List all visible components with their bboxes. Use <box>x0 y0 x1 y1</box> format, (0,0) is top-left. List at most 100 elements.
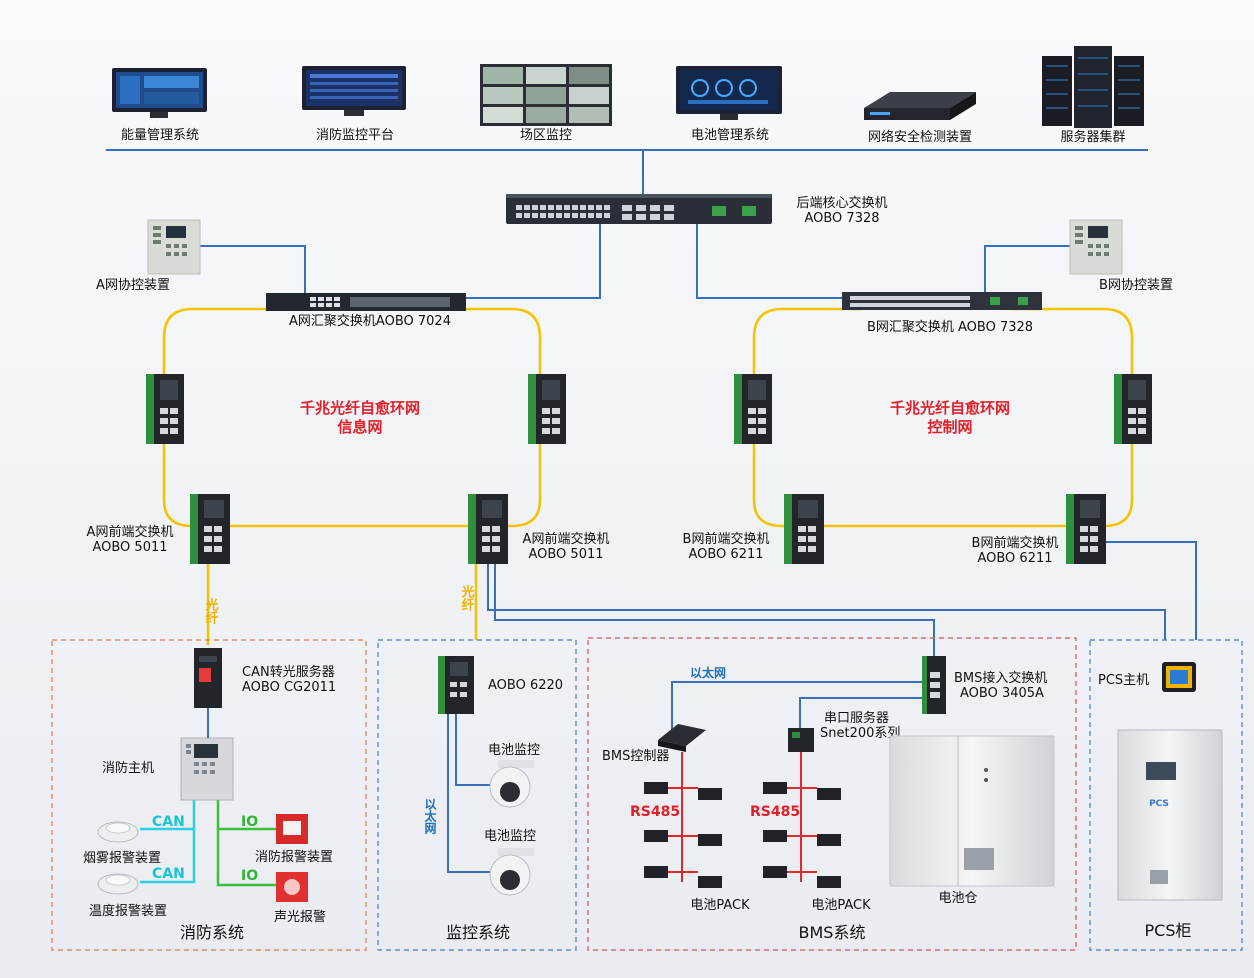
din-switch-icon <box>190 494 230 564</box>
din-switch-icon <box>784 494 824 564</box>
fire-zone-title: 消防系统 <box>180 923 244 942</box>
a-coordination-label: A网协控装置 <box>96 278 170 293</box>
top-devices: 能量管理系统 消防监控平台 场区监控 电池管理系统 网络安全检测装置 服务器集群 <box>112 46 1144 145</box>
a-front-left-label: A网前端交换机 <box>87 524 174 540</box>
b-aggregation-label: B网汇聚交换机 AOBO 7328 <box>867 319 1033 335</box>
sound-light-alarm-icon <box>276 872 308 902</box>
a-coordination-device: A网协控装置 <box>96 219 201 293</box>
din-switch-icon <box>438 656 474 714</box>
ring-din-switches <box>146 374 1152 564</box>
io-label: IO <box>241 814 258 830</box>
sound-light-label: 声光报警 <box>274 909 326 925</box>
core-switch-model: AOBO 7328 <box>804 211 879 226</box>
battery-pack-label: 电池PACK <box>690 898 750 913</box>
a-aggregation-label: A网汇聚交换机AOBO 7024 <box>289 313 451 329</box>
din-switch-icon <box>734 374 772 444</box>
top-device-label: 网络安全检测装置 <box>868 129 972 145</box>
fire-system: CAN转光服务器 AOBO CG2011 消防主机 CAN CAN IO IO <box>83 648 336 942</box>
fire-alarm-label: 消防报警装置 <box>255 849 333 865</box>
b-front-left-label: B网前端交换机 <box>683 531 770 547</box>
bms-system: BMS接入交换机 AOBO 3405A 以太网 BMS控制器 串口服务器 Sne… <box>602 656 1055 942</box>
bms-zone-title: BMS系统 <box>799 923 866 942</box>
rs485-label: RS485 <box>630 804 680 820</box>
monitor-zone-title: 监控系统 <box>446 923 510 942</box>
din-switch-icon <box>528 374 566 444</box>
a-front-left-model: AOBO 5011 <box>92 540 167 555</box>
can-server-label: CAN转光服务器 <box>242 664 335 680</box>
fiber-label-right: 光纤 <box>459 584 476 612</box>
a-front-right-model: AOBO 5011 <box>528 547 603 562</box>
can-server-model: AOBO CG2011 <box>242 680 336 695</box>
monitor-switch-label: AOBO 6220 <box>488 678 563 693</box>
smoke-detector-label: 烟雾报警装置 <box>83 850 161 866</box>
dome-camera-icon <box>489 760 534 808</box>
monitor-system: AOBO 6220 以太网 电池监控 电池监控 监控系统 <box>423 656 563 942</box>
fiber-label-left: 光纤 <box>203 597 220 625</box>
top-bus <box>106 149 1148 194</box>
battery-pack-icons <box>644 782 841 888</box>
a-front-right-label: A网前端交换机 <box>523 531 610 547</box>
pcs-zone-box <box>1089 639 1243 951</box>
serial-server-model: Snet200系列 <box>820 726 900 741</box>
fire-host-icon <box>180 737 234 801</box>
ring-b-subtitle: 控制网 <box>927 418 972 436</box>
battery-cabinet-icon <box>889 735 1055 887</box>
battery-cabinet-label: 电池仓 <box>938 891 977 906</box>
pcs-cabinet-text: PCS <box>1149 799 1169 809</box>
din-switch-icon <box>146 374 184 444</box>
smoke-detector-icon <box>97 821 139 843</box>
battery-management-monitor-icon <box>676 66 782 120</box>
can-server-icon <box>194 648 222 708</box>
rs485-label: RS485 <box>750 804 800 820</box>
pcs-host-label: PCS主机 <box>1098 673 1149 688</box>
pcs-cabinet-icon: PCS <box>1117 729 1223 901</box>
bms-zone-box <box>587 637 1077 951</box>
fire-alarm-button-icon <box>276 814 308 844</box>
monitor-eth-label: 以太网 <box>423 798 437 835</box>
bms-controller-label: BMS控制器 <box>602 749 669 764</box>
top-device-label: 场区监控 <box>520 128 572 143</box>
ring-b-title: 千兆光纤自愈环网 <box>890 399 1010 417</box>
din-switch-icon <box>922 656 946 714</box>
bms-switch-label: BMS接入交换机 <box>954 670 1047 686</box>
bms-controller-icon <box>658 724 706 752</box>
a-aggregation-switch: A网汇聚交换机AOBO 7024 <box>266 293 466 329</box>
top-device-label: 消防监控平台 <box>316 127 394 143</box>
b-aggregation-switch: B网汇聚交换机 AOBO 7328 <box>842 292 1042 335</box>
fire-zone-box <box>51 639 367 951</box>
camera-label: 电池监控 <box>488 743 540 758</box>
ring-a-title: 千兆光纤自愈环网 <box>300 399 420 417</box>
io-label: IO <box>241 868 258 884</box>
fire-host-label: 消防主机 <box>102 760 154 776</box>
din-switch-icon <box>1114 374 1152 444</box>
bms-eth-label: 以太网 <box>690 665 726 680</box>
camera-label: 电池监控 <box>484 829 536 844</box>
b-front-right-model: AOBO 6211 <box>977 551 1052 566</box>
battery-pack-label: 电池PACK <box>811 898 871 913</box>
can-label: CAN <box>152 866 185 882</box>
pcs-zone-title: PCS柜 <box>1145 921 1192 940</box>
din-switch-icon <box>1066 494 1106 564</box>
pcs-system: PCS主机 PCS PCS柜 <box>1098 662 1223 940</box>
serial-server-icon <box>788 728 814 752</box>
site-monitoring-video-wall-icon <box>480 64 612 126</box>
din-switch-icon <box>468 494 508 564</box>
b-front-right-label: B网前端交换机 <box>972 535 1059 551</box>
energy-management-monitor-icon <box>112 68 207 118</box>
server-cluster-icon <box>1042 46 1144 128</box>
can-label: CAN <box>152 814 185 830</box>
pcs-host-icon <box>1162 662 1196 692</box>
backbone-links <box>200 222 1197 656</box>
ring-a-subtitle: 信息网 <box>337 418 382 436</box>
fire-platform-monitor-icon <box>302 66 406 116</box>
temp-detector-label: 温度报警装置 <box>89 903 167 919</box>
b-front-left-model: AOBO 6211 <box>688 547 763 562</box>
bms-switch-model: AOBO 3405A <box>960 686 1044 701</box>
top-device-label: 服务器集群 <box>1060 129 1125 145</box>
core-switch-label: 后端核心交换机 <box>796 195 887 211</box>
serial-server-label: 串口服务器 <box>824 710 889 726</box>
b-coordination-device: B网协控装置 <box>1069 219 1173 293</box>
top-device-label: 电池管理系统 <box>691 128 769 143</box>
b-coordination-label: B网协控装置 <box>1099 278 1173 293</box>
